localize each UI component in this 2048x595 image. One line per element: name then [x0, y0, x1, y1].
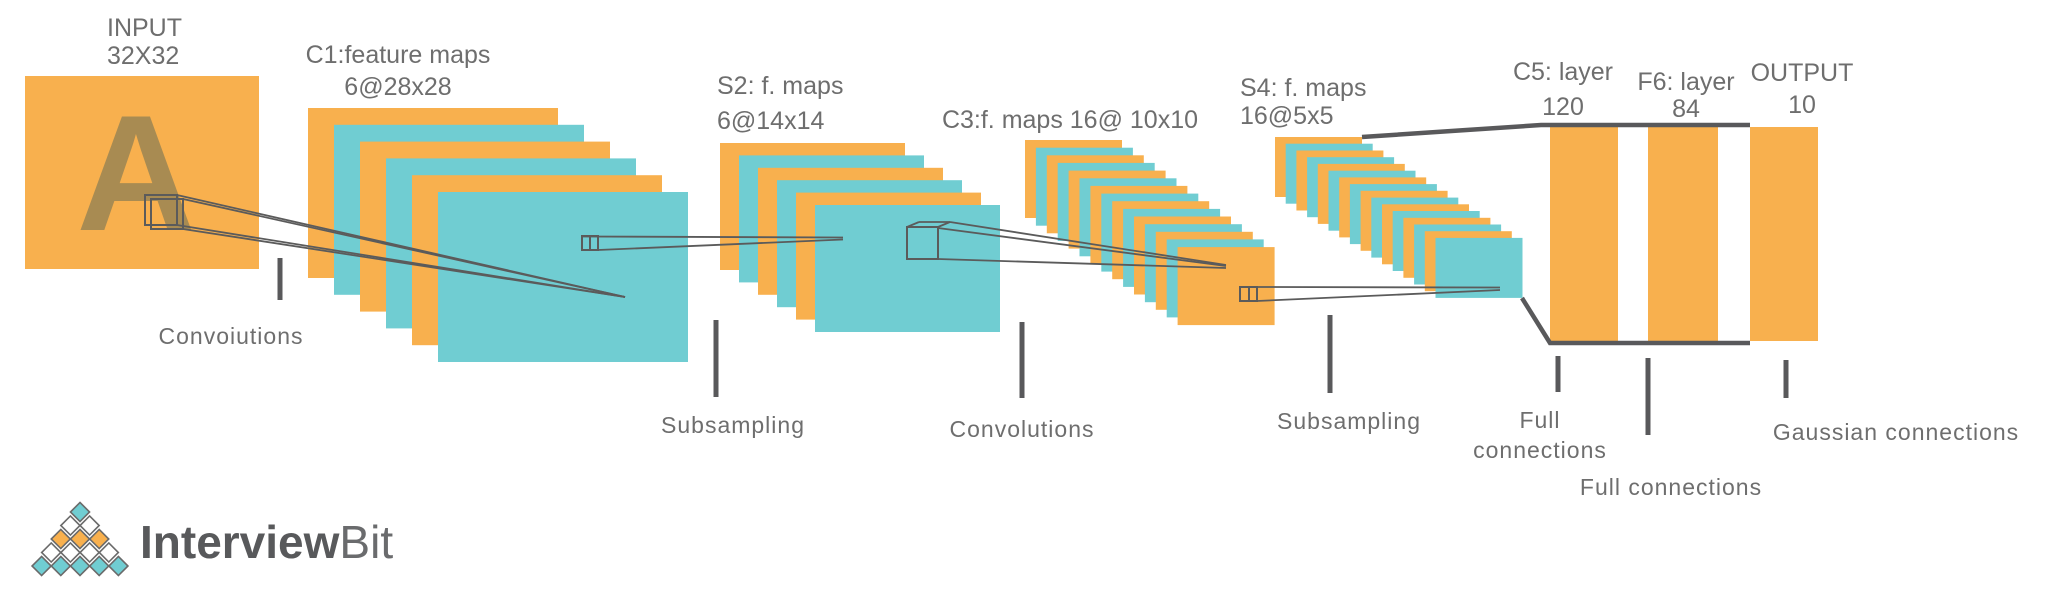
s2-label-line1: S2: f. maps	[717, 72, 843, 100]
c5-bar	[1550, 127, 1618, 341]
s4-feature-map	[1435, 237, 1523, 298]
input-letter-a: A	[76, 81, 195, 265]
receptive-field-input-to-c1	[144, 194, 626, 298]
logo-text-interview: Interview	[140, 516, 340, 568]
c5-label-line2: 120	[1542, 93, 1584, 121]
caption-convolutions-1: Convoiutions	[159, 258, 304, 349]
input-image	[25, 76, 259, 269]
s4-label-line1: S4: f. maps	[1240, 74, 1366, 102]
interviewbit-logo-mark	[30, 501, 130, 577]
receptive-field-s2-to-c3	[906, 221, 1227, 269]
logo-diamond-white	[59, 541, 82, 564]
logo-diamond-teal	[30, 555, 53, 577]
caption-convolutions-2-text: Convolutions	[950, 416, 1095, 442]
kernel-rect	[150, 198, 184, 230]
caption-full-connections-1-text: connections	[1473, 437, 1607, 463]
f6-label-line1: F6: layer	[1637, 68, 1734, 96]
input-label-line1: INPUT	[107, 14, 182, 42]
logo-diamond-white	[78, 541, 101, 564]
receptive-field-c1-to-s2	[581, 235, 844, 251]
input-label-line2: 32X32	[107, 42, 179, 70]
logo-diamond-white	[98, 541, 120, 564]
c1-label-line1: C1:feature maps	[306, 41, 491, 69]
s2-label-line2: 6@14x14	[717, 107, 824, 135]
caption-full-connections-1-text: Full	[1519, 407, 1560, 433]
c3-stack: C3:f. maps 16@ 10x10	[942, 106, 1275, 326]
caption-gaussian-connections-text: Gaussian connections	[1773, 419, 2019, 445]
c5-label-line1: C5: layer	[1513, 58, 1613, 86]
f6-bar	[1648, 127, 1718, 341]
interviewbit-logo: InterviewBit	[30, 498, 393, 586]
caption-subsampling-1: Subsampling	[661, 320, 805, 438]
fc-top-connector-line	[1361, 122, 1750, 140]
projection-line	[597, 238, 844, 251]
receptive-field-c3-to-s4	[1239, 286, 1501, 302]
kernel-rect	[144, 194, 178, 226]
projection-line	[1256, 286, 1501, 289]
logo-diamond-white	[78, 514, 101, 537]
s2-stack: S2: f. maps 6@14x14	[717, 72, 1000, 332]
output-label-line2: 10	[1788, 91, 1816, 119]
caption-full-connections-1: Full connections	[1473, 356, 1607, 463]
logo-diamond-teal	[88, 555, 110, 577]
logo-diamond-orange	[50, 528, 72, 550]
caption-subsampling-2-text: Subsampling	[1277, 408, 1421, 434]
c3-label-line1: C3:f. maps 16@ 10x10	[942, 106, 1198, 134]
projection-line	[937, 227, 1227, 267]
logo-diamond-white	[40, 541, 62, 564]
kernel-rect	[906, 226, 939, 260]
f6-label-line2: 84	[1672, 95, 1700, 123]
fc-bottom-connector-line	[1520, 296, 1750, 346]
projection-line	[182, 198, 626, 298]
logo-diamond-teal	[107, 555, 130, 577]
projection-line	[182, 228, 626, 298]
output-label-line1: OUTPUT	[1751, 59, 1854, 87]
logo-diamond-orange	[88, 528, 110, 550]
logo-diamond-teal	[50, 555, 72, 577]
caption-subsampling-2: Subsampling	[1277, 315, 1421, 434]
logo-text-bit: Bit	[339, 516, 394, 568]
caption-gaussian-connections: Gaussian connections	[1773, 360, 2019, 445]
projection-line	[937, 258, 1227, 269]
c1-feature-map	[438, 192, 688, 362]
c1-label-line2: 6@28x28	[344, 73, 451, 101]
caption-subsampling-1-text: Subsampling	[661, 412, 805, 438]
caption-full-connections-2: Full connections	[1580, 358, 1762, 500]
interviewbit-logo-text: InterviewBit	[140, 519, 393, 565]
c3-feature-map	[1177, 247, 1275, 326]
logo-diamond-teal	[69, 501, 91, 523]
projection-line	[581, 235, 844, 239]
logo-diamond-teal	[69, 555, 91, 577]
s4-label-line2: 16@5x5	[1240, 102, 1334, 130]
s2-feature-map	[815, 205, 1000, 332]
logo-diamond-white	[59, 514, 82, 537]
projection-line	[1256, 289, 1501, 302]
caption-convolutions-1-text: Convoiutions	[159, 323, 304, 349]
output-bar	[1750, 127, 1818, 341]
logo-diamond-orange	[69, 528, 91, 550]
c1-stack: C1:feature maps 6@28x28	[306, 41, 688, 362]
projection-line	[949, 221, 1227, 266]
projection-line	[906, 221, 920, 228]
caption-convolutions-2: Convolutions	[950, 322, 1095, 442]
caption-full-connections-2-text: Full connections	[1580, 474, 1762, 500]
